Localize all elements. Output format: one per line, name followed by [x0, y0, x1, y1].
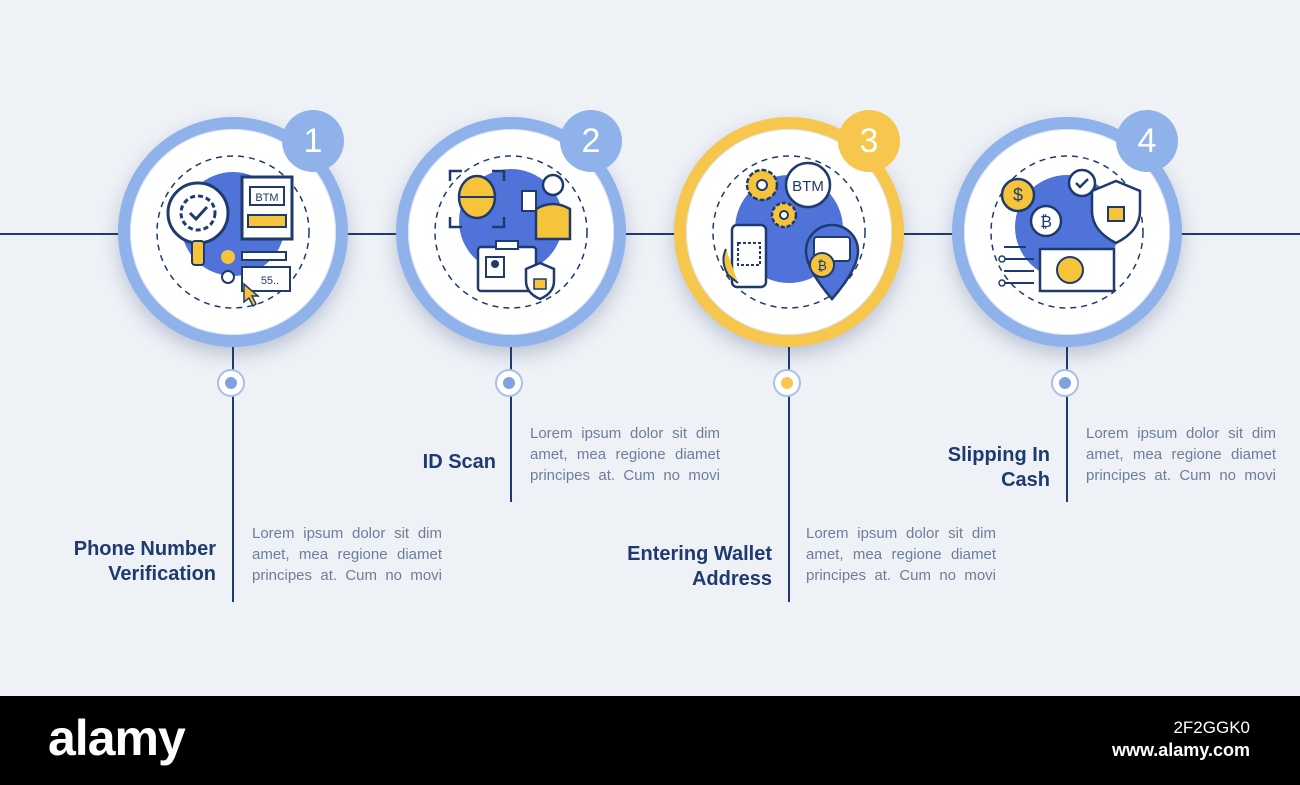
- step-4-title-line-2: Cash: [860, 468, 1050, 493]
- step-2-number-badge: 2: [560, 110, 622, 172]
- step-4-title-line-1: Slipping In: [860, 443, 1050, 468]
- step-3-node: [773, 369, 801, 397]
- step-2-title: ID Scan: [306, 450, 496, 475]
- step-3: BTM ₿ 3 Entering Wallet Address Lorem ip…: [666, 0, 926, 696]
- step-1-title: Phone Number Verification: [26, 537, 216, 587]
- svg-text:$: $: [1013, 185, 1023, 205]
- step-1-number-badge: 1: [282, 110, 344, 172]
- infographic-canvas: BTM 55.. 1 Phone Number Verification Lor…: [0, 0, 1300, 696]
- btm-bubble-label: BTM: [792, 178, 824, 195]
- step-3-title-line-1: Entering Wallet: [582, 542, 772, 567]
- svg-text:₿: ₿: [1040, 213, 1052, 231]
- step-3-title: Entering Wallet Address: [582, 542, 772, 592]
- step-2-title-line-1: ID Scan: [306, 450, 496, 475]
- phone-digits-label: 55..: [261, 275, 279, 287]
- step-4-node: [1051, 369, 1079, 397]
- step-4-title: Slipping In Cash: [860, 443, 1050, 493]
- step-4-number-badge: 4: [1116, 110, 1178, 172]
- image-id-label: 2F2GGK0: [1173, 718, 1250, 738]
- step-1: BTM 55.. 1 Phone Number Verification Lor…: [110, 0, 370, 696]
- btm-label: BTM: [255, 192, 278, 204]
- step-1-title-line-2: Verification: [26, 562, 216, 587]
- step-4-description: Lorem ipsum dolor sit dim amet, mea regi…: [1086, 423, 1276, 486]
- step-3-number-badge: 3: [838, 110, 900, 172]
- step-1-node: [217, 369, 245, 397]
- alamy-logo: alamy: [48, 708, 185, 768]
- step-2-node: [495, 369, 523, 397]
- alamy-url: www.alamy.com: [1112, 740, 1250, 761]
- step-1-title-line-1: Phone Number: [26, 537, 216, 562]
- svg-text:₿: ₿: [817, 258, 827, 273]
- step-3-title-line-2: Address: [582, 567, 772, 592]
- watermark-footer: alamy 2F2GGK0 www.alamy.com: [0, 696, 1300, 785]
- step-4: $ ₿: [944, 0, 1204, 696]
